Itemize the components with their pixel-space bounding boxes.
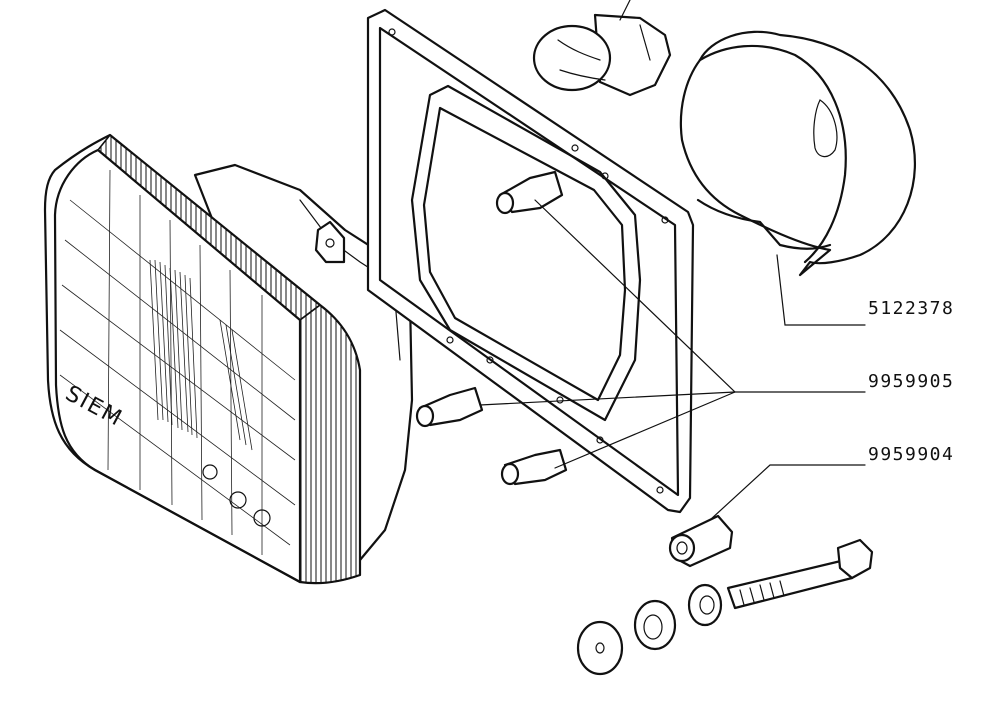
callout-9959905: 9959905 xyxy=(868,371,954,392)
reflector-shield xyxy=(679,30,917,277)
pilot-bulb-middle xyxy=(415,386,484,428)
housing-mount-tab xyxy=(314,220,346,264)
leader-9959905-b xyxy=(479,391,736,406)
leader-5122378 xyxy=(776,254,866,326)
washer-outer xyxy=(576,620,624,676)
nut xyxy=(687,583,723,627)
leader-9959904 xyxy=(709,464,866,521)
headlamp-lens: SIEM xyxy=(43,133,362,585)
callout-9959904: 9959904 xyxy=(868,444,954,465)
spacer-sleeve xyxy=(668,514,734,568)
callout-5122378: 5122378 xyxy=(868,298,954,319)
pilot-bulb-upper xyxy=(495,170,564,215)
leader-9959905-c xyxy=(554,391,736,469)
pilot-bulb-lower xyxy=(500,448,568,486)
washer-middle xyxy=(633,599,677,651)
bezel-ribs-side xyxy=(299,303,361,584)
adjuster-screw xyxy=(726,538,874,610)
mounting-frame xyxy=(366,8,695,514)
leader-lines xyxy=(479,199,866,521)
main-bulb xyxy=(532,0,672,97)
